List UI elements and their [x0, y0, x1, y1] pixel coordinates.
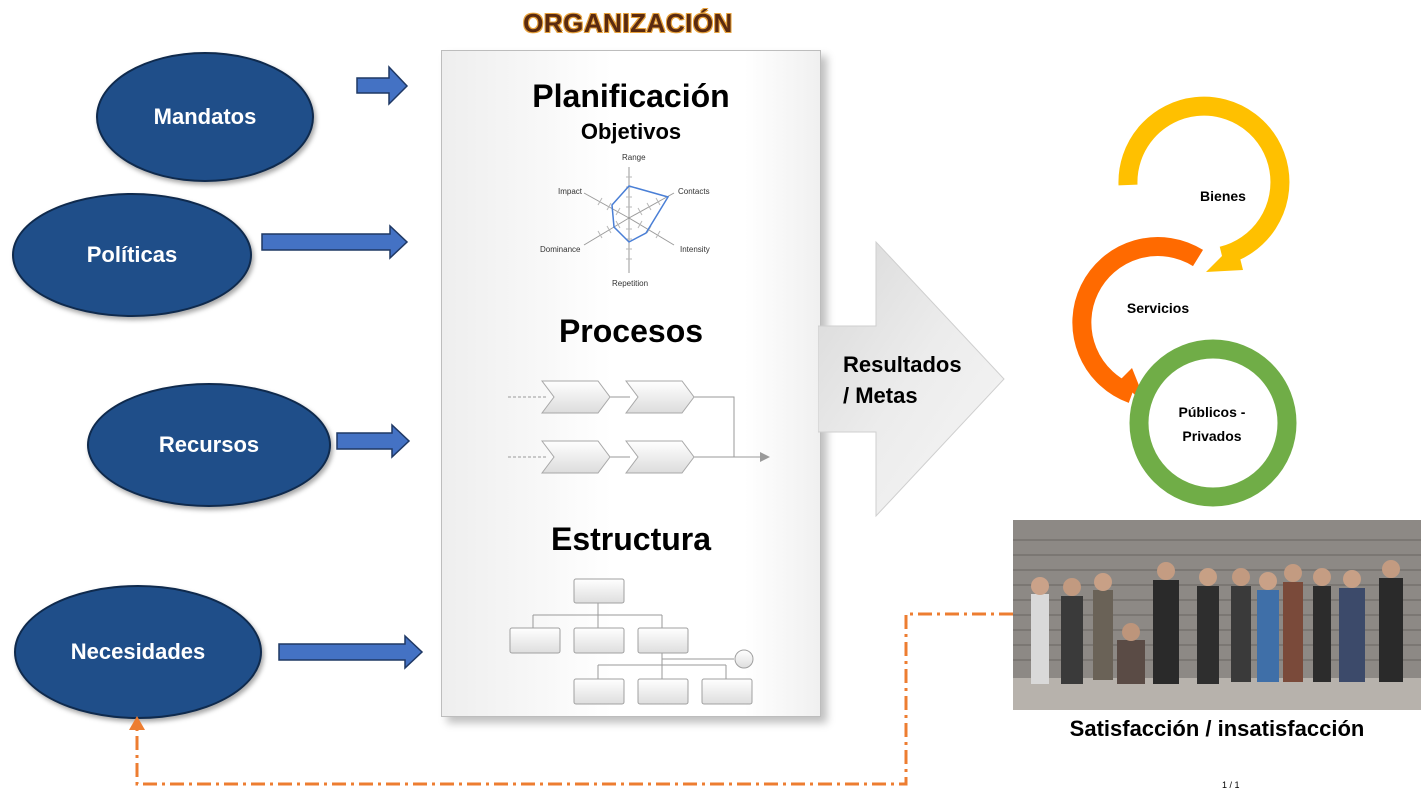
queue-photo — [1013, 520, 1421, 710]
input-label: Recursos — [158, 432, 260, 457]
org-chart-graphic — [509, 578, 754, 705]
queue-photo-illustration — [1013, 520, 1421, 710]
heading-estructura: Estructura — [550, 521, 712, 557]
cycle-label-servicios: Servicios — [1126, 300, 1190, 316]
input-politicas: Políticas — [12, 193, 252, 317]
input-label: Mandatos — [153, 104, 257, 129]
cycle-arc-servicios — [1072, 237, 1204, 403]
cycle-ring-publicos — [1129, 339, 1297, 507]
radar-label-contacts: Contacts — [678, 187, 710, 196]
cycle-label-publicos: Públicos - — [1178, 404, 1246, 420]
cycle-label-privados: Privados — [1182, 428, 1242, 444]
cycle-label-bienes: Bienes — [1200, 188, 1246, 204]
page-footnote: 1 / 1 — [1222, 780, 1240, 790]
arrow-mandatos-icon — [356, 65, 409, 106]
arrow-necesidades-icon — [278, 634, 424, 670]
feedback-arrowhead-icon — [129, 716, 145, 730]
process-flow-graphic — [508, 380, 770, 474]
organization-title: ORGANIZACIÓN — [523, 8, 733, 38]
heading-procesos: Procesos — [558, 313, 704, 349]
arrow-politicas-icon — [261, 224, 409, 260]
heading-objetivos: Objetivos — [580, 119, 682, 144]
input-label: Políticas — [86, 242, 178, 267]
radar-label-intensity: Intensity — [680, 245, 710, 254]
feedback-caption: Satisfacción / insatisfacción — [1069, 716, 1365, 741]
cycle-diagram — [1072, 96, 1297, 507]
output-label-line2: / Metas — [843, 383, 918, 408]
output-arrow-shape — [818, 240, 1005, 518]
input-mandatos: Mandatos — [96, 52, 314, 182]
arrow-recursos-icon — [336, 423, 411, 459]
cycle-arrowhead-bienes-icon — [1206, 242, 1243, 272]
radar-label-range: Range — [622, 153, 646, 162]
output-label-line1: Resultados — [843, 352, 962, 377]
organization-panel: Planificación Objetivos Range Contacts I… — [441, 50, 821, 717]
radar-label-impact: Impact — [558, 187, 583, 196]
radar-chart-graphic — [583, 167, 675, 273]
input-label: Necesidades — [70, 639, 206, 664]
cycle-arc-bienes — [1118, 96, 1290, 266]
heading-planificacion: Planificación — [532, 78, 730, 114]
input-recursos: Recursos — [87, 383, 331, 507]
radar-label-repetition: Repetition — [612, 279, 649, 288]
radar-label-dominance: Dominance — [540, 245, 581, 254]
